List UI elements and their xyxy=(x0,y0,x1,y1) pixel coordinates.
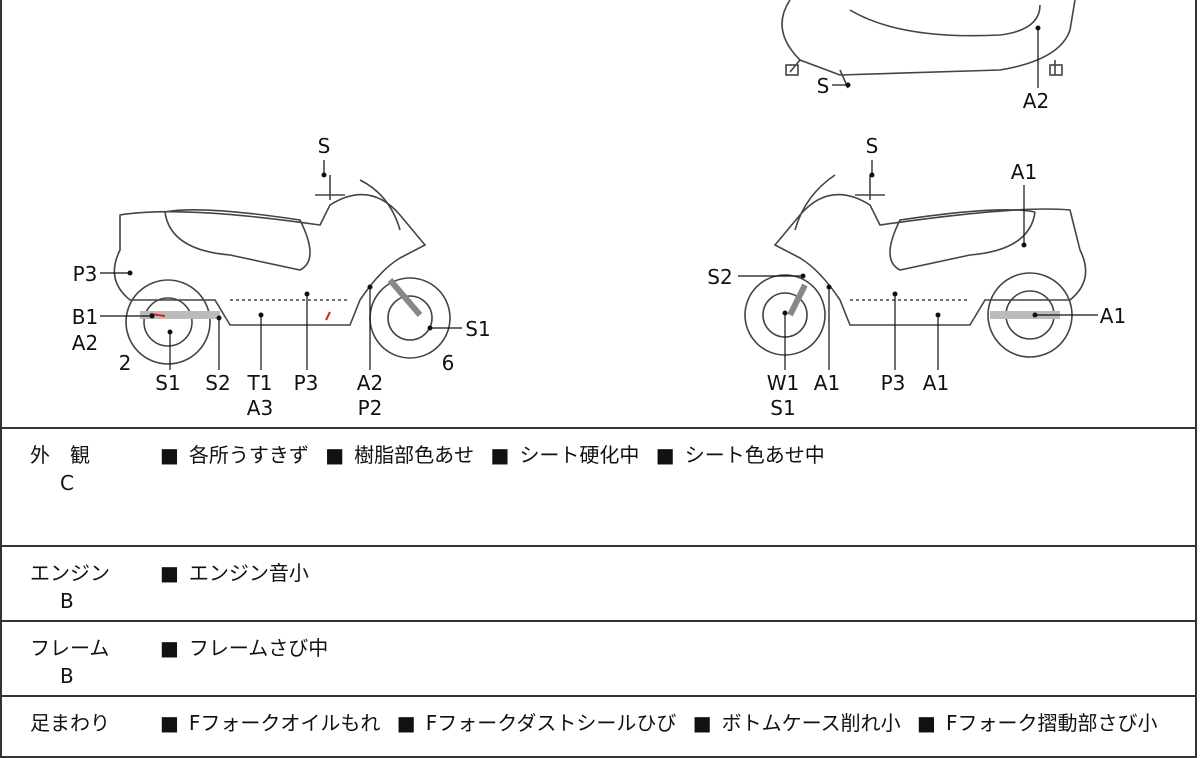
damage-label: S1 xyxy=(770,396,796,420)
item: シート硬化中 xyxy=(519,443,640,467)
bullet-icon: ■ xyxy=(692,711,712,735)
section-engine: エンジン B ■ エンジン音小 xyxy=(0,545,1197,620)
damage-label: P3 xyxy=(72,262,98,286)
damage-label: S2 xyxy=(707,265,733,289)
scooter-top-view xyxy=(781,0,1076,89)
section-category: 外 観 xyxy=(30,443,90,467)
damage-label: A2 xyxy=(356,371,384,395)
section-grade: B xyxy=(60,589,74,613)
section-category: エンジン xyxy=(30,561,110,585)
damage-label: P3 xyxy=(293,371,319,395)
scooter-right-side-view xyxy=(744,174,1087,358)
damage-label: S xyxy=(816,74,830,98)
section-category: フレーム xyxy=(30,636,110,660)
damage-label: A1 xyxy=(813,371,841,395)
damage-label: 2 xyxy=(118,351,132,375)
item: Fフォークダストシールひび xyxy=(425,711,677,735)
damage-label: S xyxy=(317,134,331,158)
item: エンジン音小 xyxy=(188,561,309,585)
section-items: ■ 各所うすきず ■ 樹脂部色あせ ■ シート硬化中 ■ シート色あせ中 xyxy=(160,439,835,468)
bullet-icon: ■ xyxy=(160,711,179,735)
item: フレームさび中 xyxy=(188,636,329,660)
damage-diagram: S P3 B1 A2 2 S1 S2 T1 A3 P3 A2 P2 S1 6 S… xyxy=(71,0,1127,420)
bullet-icon: ■ xyxy=(325,443,345,467)
section-frame: フレーム B ■ フレームさび中 xyxy=(0,620,1197,695)
damage-label: A2 xyxy=(1022,89,1050,113)
section-grade: C xyxy=(60,471,74,495)
bullet-icon: ■ xyxy=(917,711,936,735)
damage-label: A1 xyxy=(1010,160,1038,184)
damage-label: B1 xyxy=(71,305,99,329)
section-category: 足まわり xyxy=(30,711,110,735)
damage-label: 6 xyxy=(441,351,455,375)
scooter-left-side-view xyxy=(113,175,451,365)
section-grade: B xyxy=(60,664,74,688)
section-items: ■ Fフォークオイルもれ ■ Fフォークダストシールひび ■ ボトムケース削れ小 ■ F… xyxy=(160,707,1167,736)
section-suspension: 足まわり ■ Fフォークオイルもれ ■ Fフォークダストシールひび ■ ボトムケース削… xyxy=(0,695,1197,755)
damage-label: A3 xyxy=(246,396,274,420)
section-exterior: 外 観 C ■ 各所うすきず ■ 樹脂部色あせ ■ シート硬化中 ■ シート色あせ中 xyxy=(0,427,1197,545)
damage-label: W1 xyxy=(766,371,800,395)
damage-label: S xyxy=(865,134,879,158)
scooter-outlines xyxy=(100,0,1098,370)
item: シート色あせ中 xyxy=(684,443,825,467)
item: Fフォークオイルもれ xyxy=(188,711,381,735)
bullet-icon: ■ xyxy=(655,443,675,467)
item: 各所うすきず xyxy=(188,443,309,467)
section-items: ■ フレームさび中 xyxy=(160,632,338,661)
damage-label: S2 xyxy=(205,371,231,395)
bullet-icon: ■ xyxy=(490,443,510,467)
bullet-icon: ■ xyxy=(160,561,179,585)
damage-label: T1 xyxy=(247,371,273,395)
bullet-icon: ■ xyxy=(160,443,179,467)
section-items: ■ エンジン音小 xyxy=(160,557,319,586)
damage-label: S1 xyxy=(155,371,181,395)
item: ボトムケース削れ小 xyxy=(721,711,901,735)
damage-label: P2 xyxy=(357,396,383,420)
damage-label: A2 xyxy=(71,331,99,355)
damage-label: A1 xyxy=(922,371,950,395)
damage-label: A1 xyxy=(1099,304,1127,328)
leader-dots xyxy=(127,25,1041,335)
item: Fフォーク摺動部さび小 xyxy=(945,711,1158,735)
damage-label: P3 xyxy=(880,371,906,395)
item: 樹脂部色あせ xyxy=(354,443,475,467)
bullet-icon: ■ xyxy=(396,711,416,735)
leader-lines xyxy=(100,28,1098,370)
damage-label: S1 xyxy=(465,317,491,341)
bullet-icon: ■ xyxy=(160,636,179,660)
